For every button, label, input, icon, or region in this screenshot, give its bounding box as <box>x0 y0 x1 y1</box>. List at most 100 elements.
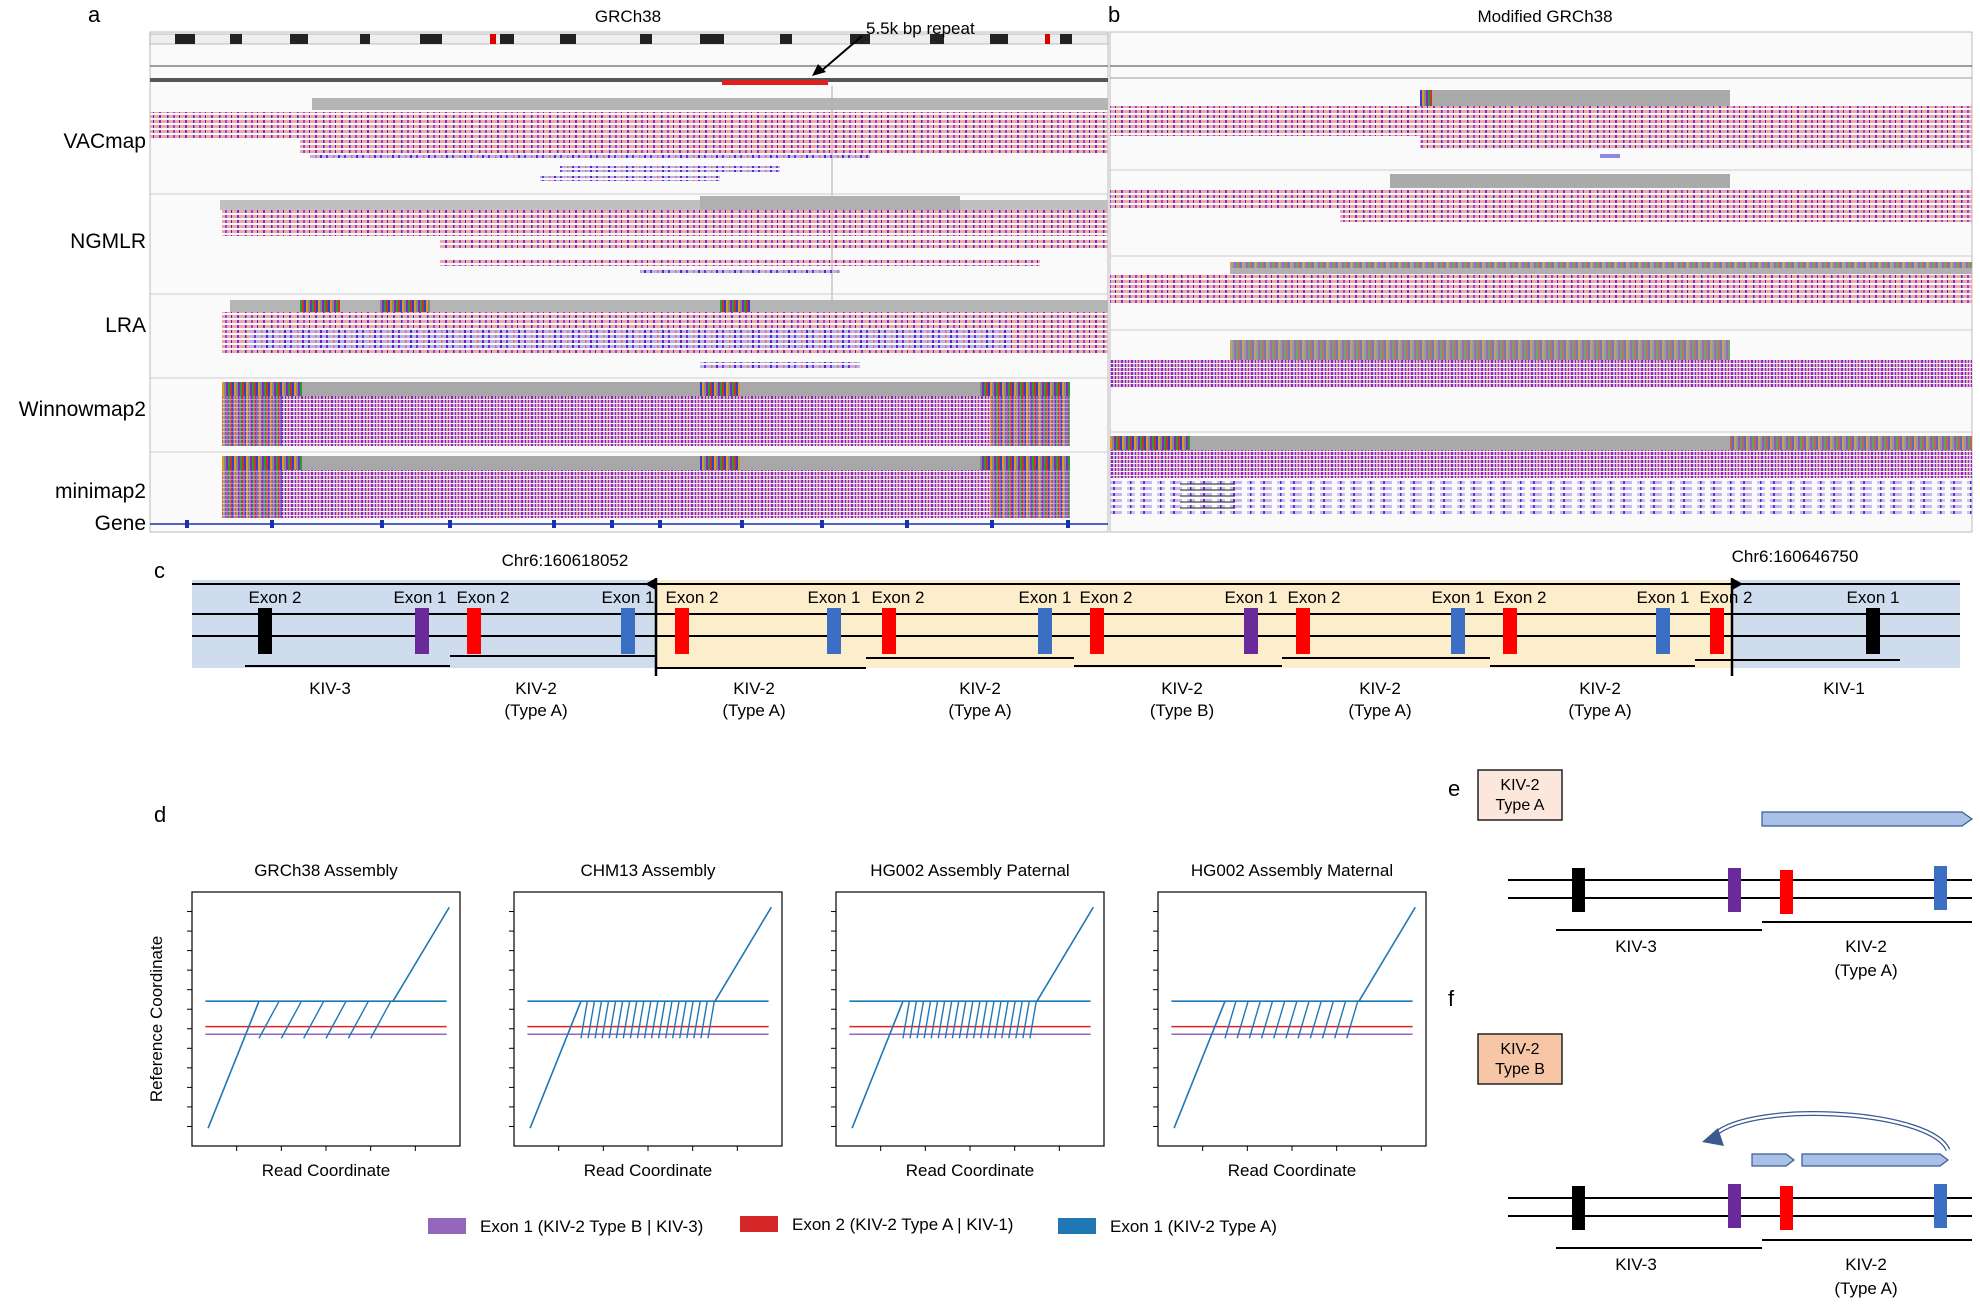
repeat-copy-segment <box>993 1001 1002 1039</box>
unit-label-2: KIV-2 <box>515 679 557 698</box>
repeat-arrow <box>819 35 863 73</box>
legend-label-red: Exon 2 (KIV-2 Type A | KIV-1) <box>792 1215 1013 1234</box>
plot-title: HG002 Assembly Maternal <box>1191 861 1393 880</box>
repeat-copy-segment <box>1001 1001 1009 1039</box>
repeat-copy-segment <box>303 1000 325 1039</box>
repeat-copy-segment <box>280 1000 303 1039</box>
legend-label-purple: Exon 1 (KIV-2 Type B | KIV-3) <box>480 1217 703 1236</box>
f-unit-left: KIV-3 <box>1615 1255 1657 1274</box>
panel-b: Modified GRCh38 <box>1109 7 1973 533</box>
unit-sublabel-6: (Type A) <box>1348 701 1411 720</box>
repeat-copy-segment <box>1297 1001 1310 1039</box>
repeat-copy-segment <box>693 1001 701 1039</box>
track-label-winnowmap2: Winnowmap2 <box>19 398 146 421</box>
unit-sublabel-2: (Type A) <box>504 701 567 720</box>
exon-6 <box>827 608 841 654</box>
repeat-copy-segment <box>325 1000 347 1039</box>
f-read-arrow-1 <box>1751 1153 1795 1167</box>
repeat-annotation: 5.5k bp repeat <box>866 19 975 38</box>
exon-13 <box>1503 608 1517 654</box>
repeat-copy-segment <box>979 1001 988 1039</box>
repeat-copy-segment <box>944 1001 953 1039</box>
track-b1 <box>1110 90 1972 158</box>
repeat-copy-segment <box>1285 1001 1298 1039</box>
track-b2 <box>1110 169 1972 222</box>
panel-a-title: GRCh38 <box>595 7 661 26</box>
exon-15 <box>1710 608 1724 654</box>
track-b4 <box>1110 329 1972 388</box>
repeat-copy-segment <box>594 1001 603 1039</box>
repeat-copy-segment <box>622 1001 631 1039</box>
exon-label-5: Exon 2 <box>666 588 719 607</box>
e-read-arrow <box>1761 811 1974 827</box>
plot-ylabel: Reference Coordinate <box>147 936 166 1102</box>
e-exon-blue <box>1934 866 1947 910</box>
f-read-arrow-2 <box>1801 1153 1949 1167</box>
repeat-copy-segment <box>1015 1001 1023 1039</box>
f-unit-right-1: KIV-2 <box>1845 1255 1887 1274</box>
panel-label-b: b <box>1108 2 1120 27</box>
exon-8 <box>1038 608 1052 654</box>
repeat-copy-segment <box>1273 1001 1286 1039</box>
coord-left: Chr6:160618052 <box>502 551 629 570</box>
track-label-vacmap: VACmap <box>64 130 146 153</box>
alignment-exit <box>392 906 450 1002</box>
exon-label-14: Exon 1 <box>1637 588 1690 607</box>
f-type-box <box>1477 1033 1563 1085</box>
repeat-copy-segment <box>1236 1001 1249 1039</box>
repeat-region-bar <box>722 80 828 85</box>
exon-3 <box>467 608 481 654</box>
plot-xlabel: Read Coordinate <box>584 1161 713 1180</box>
repeat-copy-segment <box>916 1001 925 1039</box>
exon-label-13: Exon 2 <box>1494 588 1547 607</box>
exon-4 <box>621 608 635 654</box>
repeat-copy-segment <box>258 1000 280 1039</box>
repeat-copy-segment <box>1248 1001 1261 1039</box>
legend-swatch-purple <box>428 1218 466 1234</box>
alignment-diagonal <box>1173 1000 1226 1129</box>
panel-label-c: c <box>154 558 165 583</box>
exon-12 <box>1451 608 1465 654</box>
unit-label-3: KIV-2 <box>733 679 775 698</box>
exon-label-10: Exon 1 <box>1225 588 1278 607</box>
track-label-gene: Gene <box>95 512 146 535</box>
repeat-copy-segment <box>707 1001 715 1039</box>
track-label-ngmlr: NGMLR <box>70 230 146 253</box>
repeat-copy-segment <box>1346 1001 1359 1039</box>
track-label-lra: LRA <box>105 314 146 337</box>
repeat-copy-segment <box>587 1001 596 1039</box>
track-gene <box>150 520 1108 528</box>
e-unit-right-1: KIV-2 <box>1845 937 1887 956</box>
exon-label-9: Exon 2 <box>1080 588 1133 607</box>
repeat-copy-segment <box>965 1001 974 1039</box>
repeat-copy-segment <box>686 1001 694 1039</box>
panel-d-legend: Exon 1 (KIV-2 Type B | KIV-3) Exon 2 (KI… <box>428 1215 1277 1236</box>
e-exon-black <box>1572 868 1585 912</box>
plot-xlabel: Read Coordinate <box>906 1161 1035 1180</box>
exon-label-16: Exon 1 <box>1847 588 1900 607</box>
alignment-diagonal <box>851 1000 904 1129</box>
unit-sublabel-4: (Type A) <box>948 701 1011 720</box>
unit-label-7: KIV-2 <box>1579 679 1621 698</box>
f-exon-purple <box>1728 1184 1741 1228</box>
legend-label-blue: Exon 1 (KIV-2 Type A) <box>1110 1217 1277 1236</box>
unit-sublabel-7: (Type A) <box>1568 701 1631 720</box>
unit-sublabel-5: (Type B) <box>1150 701 1214 720</box>
repeat-copy-segment <box>679 1001 687 1039</box>
exon-label-12: Exon 1 <box>1432 588 1485 607</box>
unit-label-5: KIV-2 <box>1161 679 1203 698</box>
legend-swatch-blue <box>1058 1218 1096 1234</box>
repeat-copy-segment <box>650 1001 659 1039</box>
chromosome-ideogram <box>149 33 1109 45</box>
repeat-copy-segment <box>909 1001 918 1039</box>
exon-label-11: Exon 2 <box>1288 588 1341 607</box>
exon-label-1: Exon 2 <box>249 588 302 607</box>
panel-e: KIV-2 Type A KIV-3 KIV-2 (Type A) <box>1477 769 1974 980</box>
alignment-exit <box>1358 906 1416 1002</box>
repeat-copy-segment <box>601 1001 610 1039</box>
exon-track-c: Exon 2 Exon 1 Exon 2 Exon 1 Exon 2 Exon 1 Exon… <box>249 588 1900 654</box>
unit-label-8: KIV-1 <box>1823 679 1865 698</box>
